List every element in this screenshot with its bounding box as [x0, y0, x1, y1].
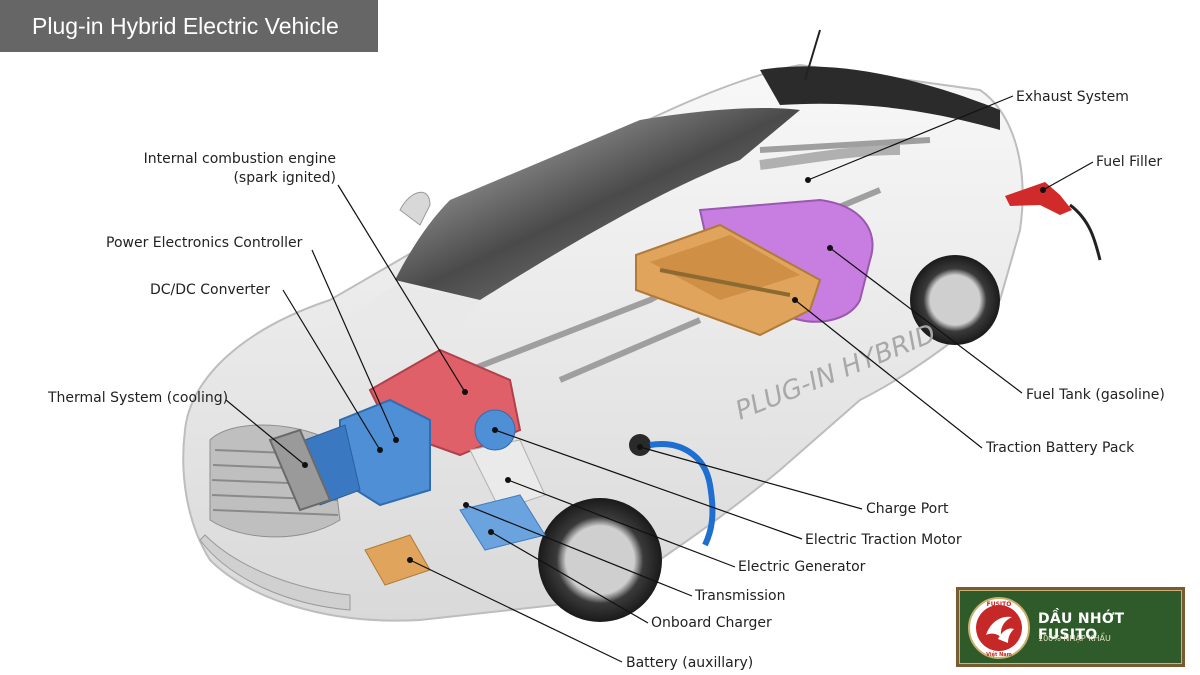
- label-traction-battery-pack: Traction Battery Pack: [986, 440, 1135, 456]
- side-mirror: [399, 192, 431, 226]
- label-fuel-tank: Fuel Tank (gasoline): [1026, 387, 1165, 403]
- callout-dots: [302, 177, 1046, 563]
- exhaust-pipe: [759, 145, 901, 170]
- label-battery-auxiliary: Battery (auxillary): [626, 655, 754, 671]
- label-ice-line1: Internal combustion engine: [143, 151, 336, 167]
- brand-tagline: 100% NHẬP KHẨU: [1038, 634, 1111, 643]
- callout-lines: [225, 95, 1094, 663]
- thermal-system: [268, 428, 332, 512]
- label-exhaust-system: Exhaust System: [1016, 89, 1129, 105]
- label-electric-generator: Electric Generator: [738, 559, 866, 575]
- brand-panel: FUSITO Việt Nam DẦU NHỚT FUSITO 100% NHẬ…: [959, 590, 1182, 664]
- traction-battery-pack: [635, 223, 822, 337]
- brand-badge: FUSITO Việt Nam DẦU NHỚT FUSITO 100% NHẬ…: [956, 587, 1185, 667]
- fuel-nozzle-icon: [1005, 182, 1102, 261]
- label-electric-traction-motor: Electric Traction Motor: [805, 532, 962, 548]
- windshield: [395, 108, 800, 300]
- logo-text-top: FUSITO: [987, 601, 1012, 608]
- label-fuel-filler: Fuel Filler: [1096, 154, 1163, 170]
- label-transmission: Transmission: [695, 588, 786, 604]
- charge-cable: [649, 441, 716, 547]
- antenna: [804, 29, 821, 81]
- label-dcdc-converter: DC/DC Converter: [150, 282, 271, 298]
- label-thermal-system: Thermal System (cooling): [48, 390, 229, 406]
- rear-wheel: [910, 255, 1000, 345]
- page-title: Plug-in Hybrid Electric Vehicle: [0, 0, 378, 52]
- onboard-charger: [459, 494, 546, 551]
- brand-name: DẦU NHỚT FUSITO: [1038, 611, 1125, 643]
- label-ice-line2: (spark ignited): [233, 170, 336, 186]
- label-onboard-charger: Onboard Charger: [651, 615, 772, 631]
- fusito-logo-icon: FUSITO Việt Nam: [968, 597, 1030, 659]
- logo-text-bottom: Việt Nam: [986, 651, 1012, 658]
- label-charge-port: Charge Port: [866, 501, 949, 517]
- label-power-electronics-controller: Power Electronics Controller: [106, 235, 303, 251]
- label-internal-combustion-engine: Internal combustion engine (spark ignite…: [140, 150, 336, 188]
- front-wheel: [538, 498, 662, 622]
- rear-window: [760, 66, 1000, 130]
